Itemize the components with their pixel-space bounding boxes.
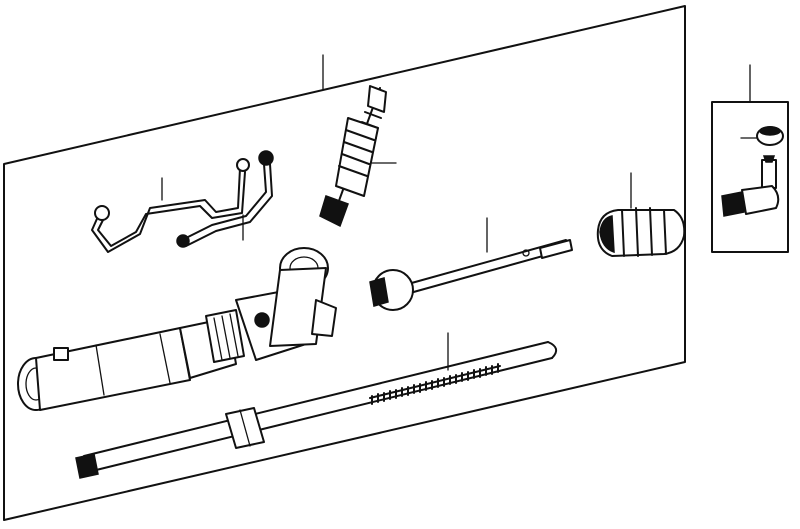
- rack-assembly-panel: [3, 5, 686, 521]
- pressure-lines: [91, 150, 274, 253]
- rack-bar: [75, 341, 558, 479]
- inner-tie-rod: [369, 239, 573, 311]
- pinion-valve: [319, 85, 387, 228]
- steering-boot: [596, 207, 686, 257]
- rack-housing: [17, 247, 337, 411]
- rack-teeth: [369, 363, 501, 405]
- dust-seal: [756, 126, 784, 146]
- tie-rod-end-panel: [711, 101, 789, 253]
- tie-rod-end: [721, 155, 780, 217]
